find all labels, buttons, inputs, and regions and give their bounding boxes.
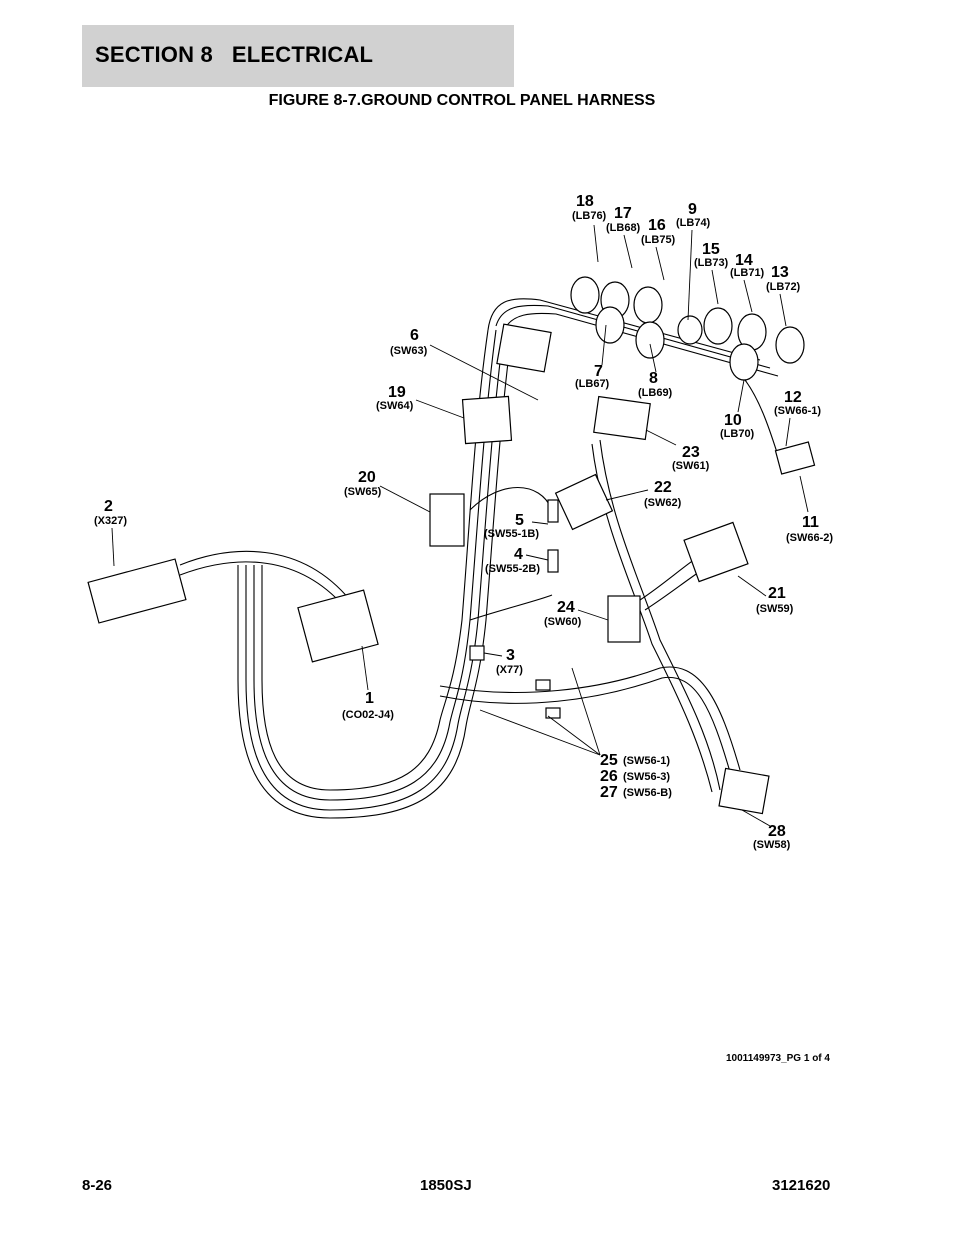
callout-number-1: 1 <box>365 690 374 707</box>
callout-number-21: 21 <box>768 585 786 602</box>
callout-reference-21: (SW59) <box>756 603 794 615</box>
callout-number-20: 20 <box>358 469 376 486</box>
footer-model: 1850SJ <box>420 1177 472 1194</box>
callout-number-14: 14 <box>735 252 753 269</box>
callout-reference-16: (LB75) <box>641 234 676 246</box>
callout-number-22: 22 <box>654 479 672 496</box>
callout-reference-23: (SW61) <box>672 460 710 472</box>
callout-reference-12: (SW66-1) <box>774 405 821 417</box>
callout-reference-28: (SW58) <box>753 839 791 851</box>
callout-reference-6: (SW63) <box>390 345 428 357</box>
callout-reference-24: (SW60) <box>544 616 582 628</box>
callout-reference-13: (LB72) <box>766 281 801 293</box>
callout-reference-14: (LB71) <box>730 267 765 279</box>
footer-manual-number: 3121620 <box>772 1177 831 1194</box>
callout-number-3: 3 <box>506 647 515 664</box>
callout-reference-8: (LB69) <box>638 387 673 399</box>
callout-reference-20: (SW65) <box>344 486 382 498</box>
callout-reference-25: (SW56-1) <box>623 755 670 767</box>
callout-reference-22: (SW62) <box>644 497 682 509</box>
callout-number-4: 4 <box>514 546 523 563</box>
callout-reference-26: (SW56-3) <box>623 771 670 783</box>
callout-reference-19: (SW64) <box>376 400 414 412</box>
section-header-bar: SECTION 8 ELECTRICAL <box>82 25 514 87</box>
callout-number-12: 12 <box>784 389 802 406</box>
callout-reference-7: (LB67) <box>575 378 610 390</box>
callout-number-28: 28 <box>768 823 786 840</box>
section-title: SECTION 8 ELECTRICAL <box>95 42 374 67</box>
callout-reference-2: (X327) <box>94 515 127 527</box>
callout-number-7: 7 <box>594 363 603 380</box>
callout-number-13: 13 <box>771 264 789 281</box>
callout-reference-1: (CO02-J4) <box>342 709 394 721</box>
callout-reference-9: (LB74) <box>676 217 711 229</box>
callout-number-23: 23 <box>682 444 700 461</box>
callout-number-19: 19 <box>388 384 406 401</box>
callout-reference-18: (LB76) <box>572 210 607 222</box>
callout-number-15: 15 <box>702 241 720 258</box>
callout-reference-15: (LB73) <box>694 257 729 269</box>
callout-number-10: 10 <box>724 412 742 429</box>
callout-number-27: 27 <box>600 784 618 801</box>
callout-number-2: 2 <box>104 498 113 515</box>
callout-reference-17: (LB68) <box>606 222 641 234</box>
callout-reference-4: (SW55-2B) <box>485 563 540 575</box>
figure-title: FIGURE 8-7.GROUND CONTROL PANEL HARNESS <box>268 92 656 109</box>
callout-number-6: 6 <box>410 327 419 344</box>
callout-reference-10: (LB70) <box>720 428 755 440</box>
callout-reference-11: (SW66-2) <box>786 532 833 544</box>
callout-reference-27: (SW56-B) <box>623 787 672 799</box>
callout-number-18: 18 <box>576 193 594 210</box>
drawing-id: 1001149973_PG 1 of 4 <box>726 1053 830 1064</box>
callout-number-17: 17 <box>614 205 632 222</box>
callout-number-8: 8 <box>649 370 658 387</box>
callout-number-25: 25 <box>600 752 618 769</box>
callout-number-9: 9 <box>688 201 697 218</box>
callout-number-24: 24 <box>557 599 575 616</box>
callout-reference-3: (X77) <box>496 664 523 676</box>
footer-page-number: 8-26 <box>82 1177 113 1194</box>
callout-number-16: 16 <box>648 217 666 234</box>
callout-reference-5: (SW55-1B) <box>484 528 539 540</box>
callout-number-26: 26 <box>600 768 618 785</box>
callout-number-11: 11 <box>802 514 819 531</box>
callout-number-5: 5 <box>515 512 524 529</box>
